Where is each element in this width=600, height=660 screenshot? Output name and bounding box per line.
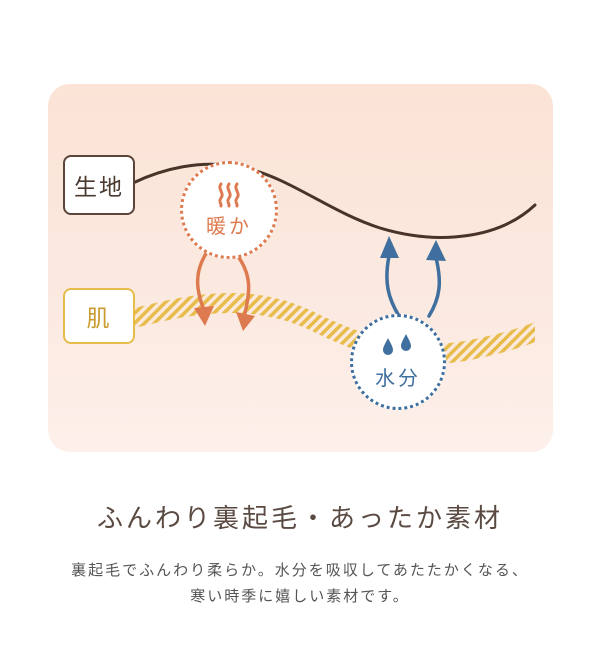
page-title: ふんわり裏起毛・あったか素材: [96, 504, 503, 534]
description-line-1: 裏起毛でふんわり柔らか。水分を吸収してあたたかくなる、: [71, 561, 529, 579]
moisture-label: 水分: [375, 365, 421, 390]
description-line-2: 寒い時季に嬉しい素材です。: [190, 587, 410, 605]
moisture-arrowhead-right: [426, 240, 446, 261]
warmth-arrowhead-right: [236, 312, 255, 331]
moisture-arrows: [385, 254, 442, 318]
heat-waves-icon: [218, 182, 240, 207]
fabric-line: [131, 162, 537, 239]
fabric-label: 生地: [63, 155, 135, 215]
diagram-panel: [48, 84, 553, 452]
skin-label: 肌: [63, 288, 135, 344]
moisture-bubble: 水分: [350, 314, 446, 410]
warmth-bubble: 暖か: [180, 161, 278, 259]
warmth-arrowhead-left: [194, 306, 214, 326]
water-drops-icon: [383, 333, 411, 355]
warmth-label: 暖か: [206, 213, 252, 238]
skin-layer: [135, 293, 535, 364]
moisture-arrowhead-left: [380, 236, 399, 258]
warmth-arrows: [195, 250, 251, 315]
